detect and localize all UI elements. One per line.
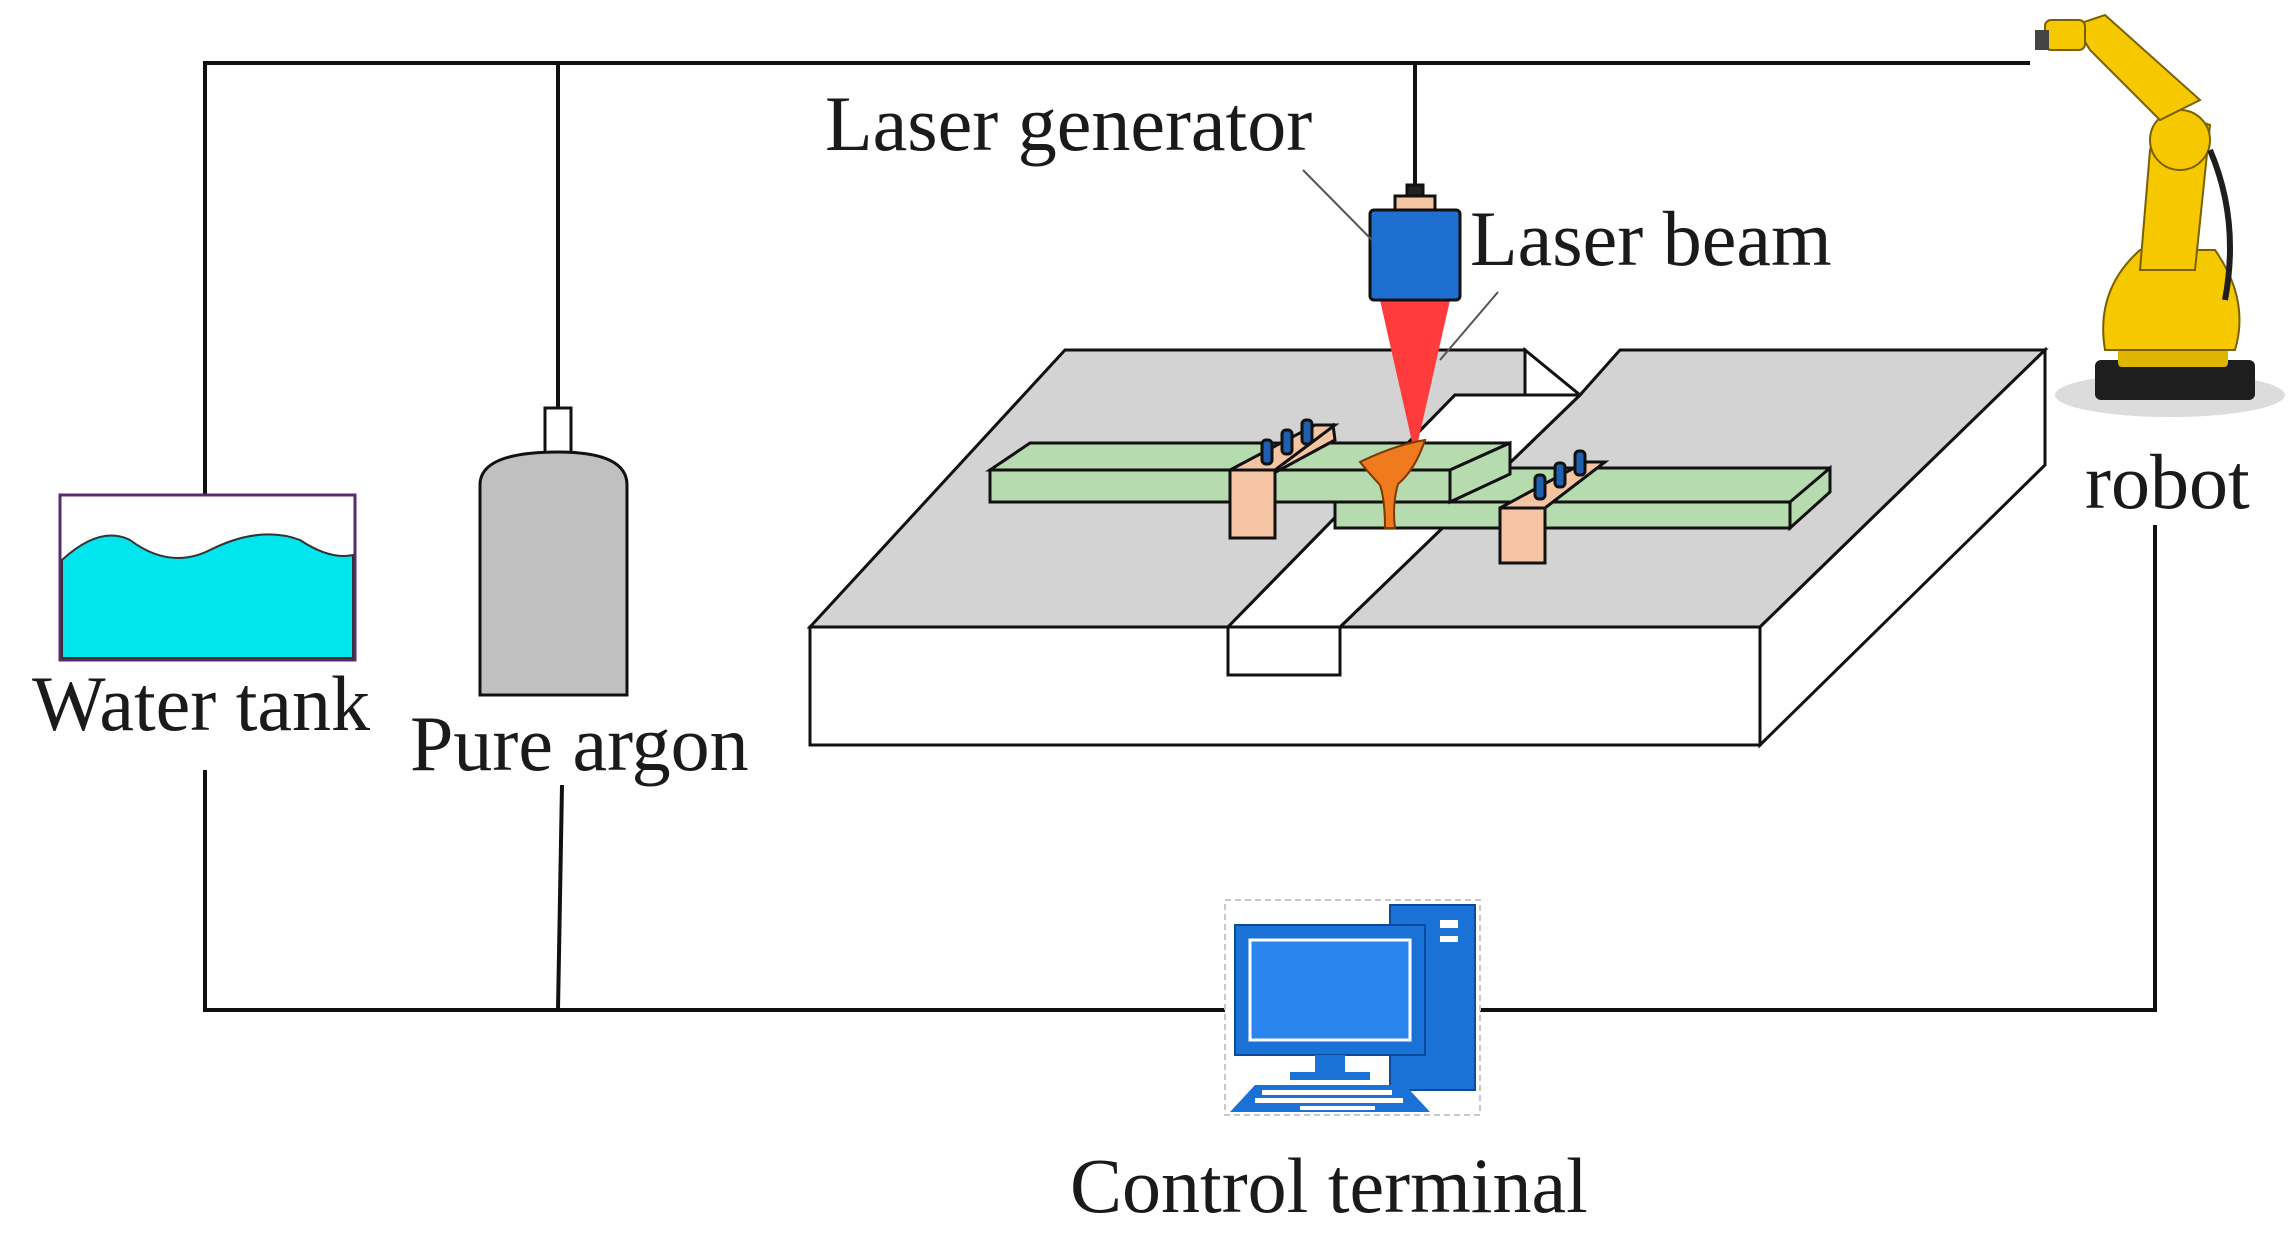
control-terminal-label: Control terminal <box>1070 1142 1588 1229</box>
clamp-right <box>1498 449 1610 565</box>
computer-tower-slot <box>1440 920 1458 928</box>
clamp-left-leg <box>1228 468 1277 540</box>
laser-generator-leader <box>1302 169 1373 241</box>
computer-tower-slot <box>1440 936 1458 942</box>
top-bus-line <box>203 61 2030 495</box>
computer-icon <box>1224 899 1481 1116</box>
robot-cable <box>2207 148 2233 301</box>
laser-generator-label: Laser generator <box>825 80 1312 167</box>
laser-beam-label: Laser beam <box>1470 195 1832 282</box>
robot-upper-arm <box>2073 13 2202 122</box>
bolt-icon <box>1260 438 1274 466</box>
laser-beam-leader <box>1439 291 1499 361</box>
robot-wrist <box>2044 19 2086 51</box>
argon-to-bus-line <box>556 784 564 1011</box>
workpiece-right-front <box>1333 500 1792 530</box>
clamp-right-leg <box>1498 506 1547 565</box>
workpiece-left-side <box>1448 440 1512 505</box>
laser-head-body <box>1368 208 1462 302</box>
robot-tool <box>2035 30 2049 50</box>
bolt-icon <box>1280 428 1294 456</box>
robot-label: robot <box>2085 438 2250 525</box>
computer-stand-base <box>1290 1072 1370 1080</box>
bolt-icon <box>1573 449 1587 477</box>
argon-body <box>478 450 629 697</box>
keyboard-keys <box>1255 1090 1403 1110</box>
water-tank-water <box>61 533 354 659</box>
bolt-icon <box>1533 473 1547 501</box>
pure-argon-label: Pure argon <box>410 700 749 787</box>
laser-head-icon <box>1368 183 1462 302</box>
robot-base <box>2095 360 2255 400</box>
weld-pool <box>1358 438 1427 529</box>
bolt-icon <box>1553 461 1567 489</box>
terminal-to-robot-line <box>1478 525 2157 1012</box>
weld-pool-shape <box>1358 438 1427 529</box>
bolt-icon <box>1300 418 1314 446</box>
robot-arm-icon <box>2035 13 2285 417</box>
water-tank-label: Water tank <box>32 660 370 747</box>
bottom-bus-line <box>203 770 1235 1012</box>
computer-screen <box>1248 938 1412 1042</box>
argon-valve <box>543 406 573 458</box>
water-tank-icon <box>58 493 357 662</box>
argon-cylinder-icon <box>478 406 629 697</box>
computer-stand <box>1315 1055 1345 1075</box>
connection-lines <box>203 61 2157 1012</box>
clamp-left <box>1228 418 1340 540</box>
workpiece-right-side <box>1788 464 1832 532</box>
laser-beam <box>1380 300 1450 455</box>
platform-side-right <box>1758 346 2047 749</box>
workpieces <box>985 440 1832 532</box>
robot-turret <box>2102 249 2241 351</box>
work-platform <box>806 346 2049 749</box>
